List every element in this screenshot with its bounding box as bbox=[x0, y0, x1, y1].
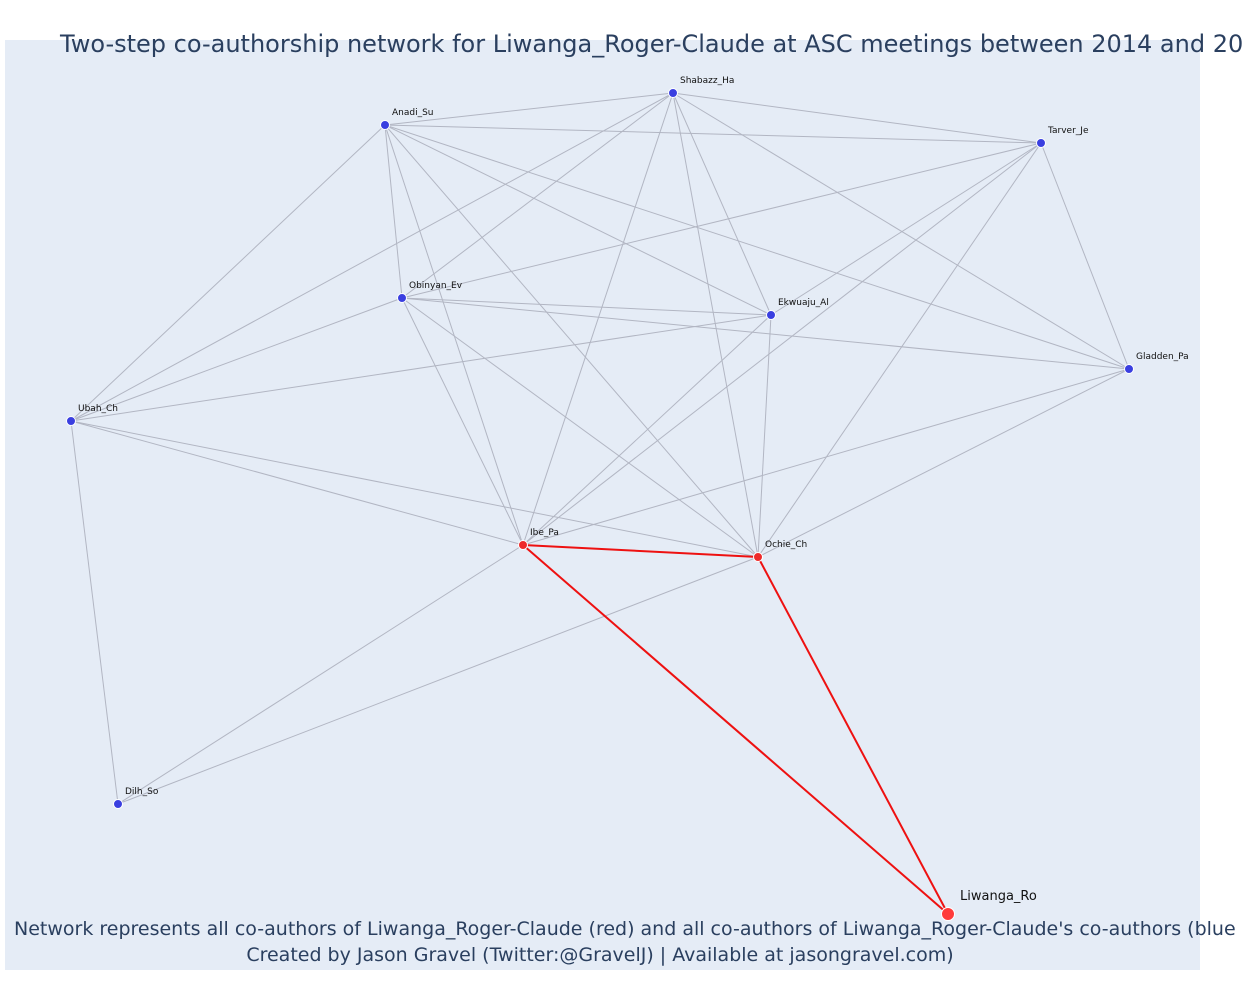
node-Ubah_Ch[interactable] bbox=[66, 416, 76, 426]
focal-edge-Ochie_Ch-Liwanga_Ro bbox=[757, 556, 949, 915]
edge-Ubah_Ch-Ochie_Ch bbox=[70, 420, 759, 558]
edges-layer bbox=[70, 92, 1130, 805]
node-Gladden_Pa[interactable] bbox=[1124, 364, 1134, 374]
node-Obinyan_Ev[interactable] bbox=[397, 293, 407, 303]
edge-Anadi_Su-Obinyan_Ev bbox=[384, 124, 403, 299]
edge-Ibe_Pa-Dilh_So bbox=[117, 544, 524, 805]
edge-Tarver_Je-Ochie_Ch bbox=[757, 142, 1042, 558]
chart-title: Two-step co-authorship network for Liwan… bbox=[60, 30, 1243, 58]
edge-Gladden_Pa-Ibe_Pa bbox=[522, 368, 1130, 546]
node-Liwanga_Ro[interactable] bbox=[941, 907, 955, 921]
edge-Obinyan_Ev-Ubah_Ch bbox=[70, 297, 403, 422]
edge-Shabazz_Ha-Ochie_Ch bbox=[672, 92, 759, 558]
caption-line-1: Network represents all co-authors of Liw… bbox=[14, 918, 1236, 940]
edge-Shabazz_Ha-Obinyan_Ev bbox=[401, 92, 674, 299]
edge-Tarver_Je-Ekwuaju_Al bbox=[770, 142, 1042, 316]
plot-area bbox=[5, 40, 1200, 970]
edge-Obinyan_Ev-Gladden_Pa bbox=[401, 297, 1130, 370]
node-label-Ochie_Ch: Ochie_Ch bbox=[765, 540, 807, 550]
node-Ochie_Ch[interactable] bbox=[753, 552, 763, 562]
edge-Shabazz_Ha-Ubah_Ch bbox=[70, 92, 674, 422]
node-label-Ekwuaju_Al: Ekwuaju_Al bbox=[778, 298, 829, 308]
edge-Anadi_Su-Ekwuaju_Al bbox=[384, 124, 772, 316]
network-graph: Shabazz_HaAnadi_SuTarver_JeObinyan_EvEkw… bbox=[66, 76, 1189, 921]
edge-Shabazz_Ha-Gladden_Pa bbox=[672, 92, 1130, 370]
node-label-Liwanga_Ro: Liwanga_Ro bbox=[960, 889, 1037, 904]
edge-Obinyan_Ev-Ochie_Ch bbox=[401, 297, 759, 558]
edge-Shabazz_Ha-Ekwuaju_Al bbox=[672, 92, 772, 316]
edge-Tarver_Je-Obinyan_Ev bbox=[401, 142, 1042, 299]
edge-Ubah_Ch-Dilh_So bbox=[70, 420, 119, 805]
node-Ibe_Pa[interactable] bbox=[518, 540, 528, 550]
node-Ekwuaju_Al[interactable] bbox=[766, 310, 776, 320]
edge-Tarver_Je-Gladden_Pa bbox=[1040, 142, 1130, 370]
edge-Tarver_Je-Ibe_Pa bbox=[522, 142, 1042, 546]
node-label-Dilh_So: Dilh_So bbox=[125, 787, 159, 797]
edge-Ekwuaju_Al-Ochie_Ch bbox=[757, 314, 772, 558]
edge-Gladden_Pa-Ochie_Ch bbox=[757, 368, 1130, 558]
edge-Ekwuaju_Al-Ubah_Ch bbox=[70, 314, 772, 422]
edge-Ubah_Ch-Ibe_Pa bbox=[70, 420, 524, 546]
edge-Anadi_Su-Ibe_Pa bbox=[384, 124, 524, 546]
node-Shabazz_Ha[interactable] bbox=[668, 88, 678, 98]
focal-edge-Ibe_Pa-Ochie_Ch bbox=[522, 544, 759, 558]
node-label-Tarver_Je: Tarver_Je bbox=[1047, 126, 1089, 136]
edge-Shabazz_Ha-Tarver_Je bbox=[672, 92, 1042, 144]
edge-Shabazz_Ha-Ibe_Pa bbox=[522, 92, 674, 546]
node-Anadi_Su[interactable] bbox=[380, 120, 390, 130]
edge-Shabazz_Ha-Anadi_Su bbox=[384, 92, 674, 126]
node-label-Obinyan_Ev: Obinyan_Ev bbox=[409, 281, 463, 291]
edge-Obinyan_Ev-Ekwuaju_Al bbox=[401, 297, 772, 316]
node-label-Gladden_Pa: Gladden_Pa bbox=[1136, 352, 1189, 362]
edge-Anadi_Su-Ubah_Ch bbox=[70, 124, 386, 422]
node-label-Anadi_Su: Anadi_Su bbox=[392, 108, 434, 118]
edge-Anadi_Su-Tarver_Je bbox=[384, 124, 1042, 144]
node-label-Ubah_Ch: Ubah_Ch bbox=[78, 404, 118, 414]
focal-edge-Ibe_Pa-Liwanga_Ro bbox=[522, 544, 949, 915]
labels-layer: Shabazz_HaAnadi_SuTarver_JeObinyan_EvEkw… bbox=[78, 76, 1189, 904]
node-label-Shabazz_Ha: Shabazz_Ha bbox=[680, 76, 734, 86]
edge-Anadi_Su-Gladden_Pa bbox=[384, 124, 1130, 370]
edge-Anadi_Su-Ochie_Ch bbox=[384, 124, 759, 558]
node-Tarver_Je[interactable] bbox=[1036, 138, 1046, 148]
node-label-Ibe_Pa: Ibe_Pa bbox=[530, 528, 559, 538]
edge-Ekwuaju_Al-Ibe_Pa bbox=[522, 314, 772, 546]
caption-line-2: Created by Jason Gravel (Twitter:@Gravel… bbox=[246, 944, 954, 966]
node-Dilh_So[interactable] bbox=[113, 799, 123, 809]
edge-Obinyan_Ev-Ibe_Pa bbox=[401, 297, 524, 546]
nodes-layer bbox=[66, 88, 1134, 921]
edge-Ochie_Ch-Dilh_So bbox=[117, 556, 759, 805]
focal-edges-layer bbox=[522, 544, 949, 915]
